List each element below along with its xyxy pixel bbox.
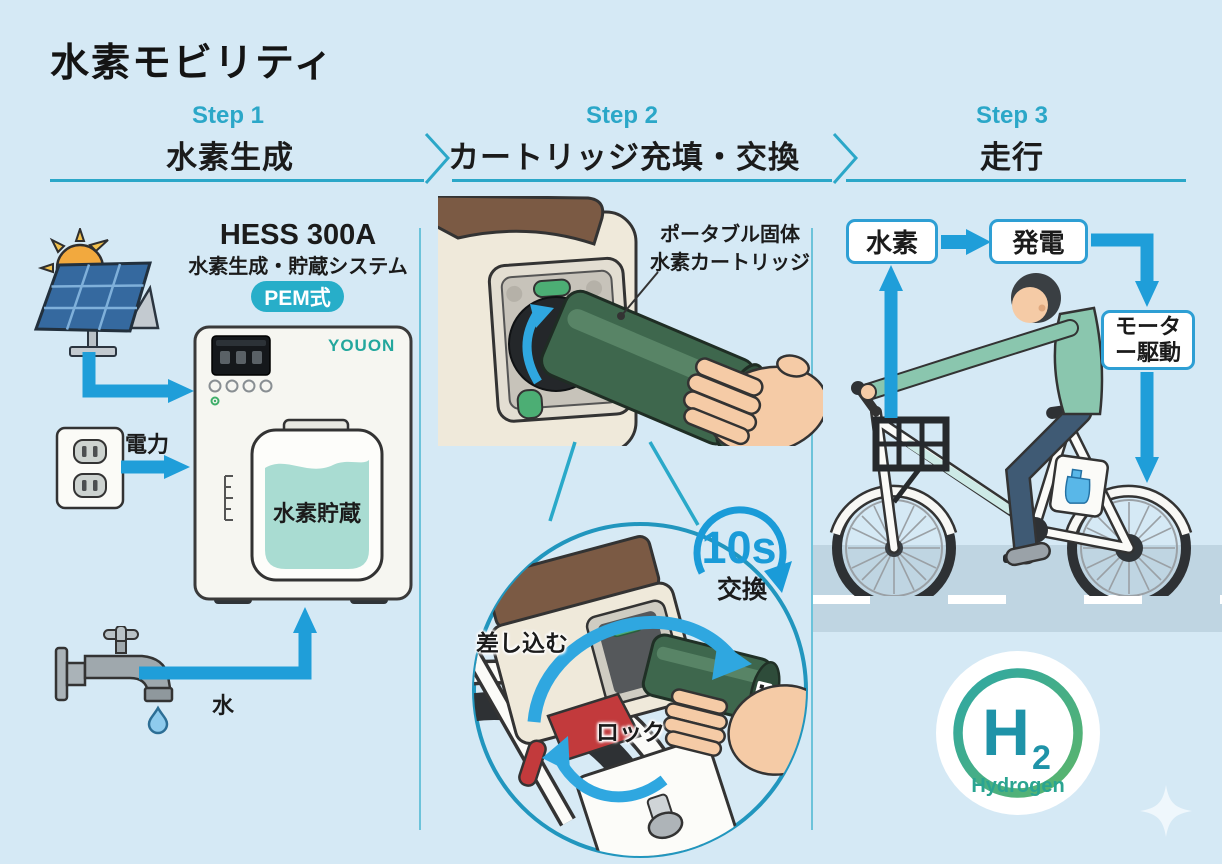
rider-face — [1012, 287, 1048, 323]
solar-panel-icon — [33, 228, 160, 357]
hand — [682, 354, 823, 446]
bike-basket — [872, 416, 950, 504]
swap-time-badge: 10s — [693, 506, 792, 593]
sparkle-icon — [1140, 785, 1192, 837]
step3-label: Step 3 — [975, 102, 1049, 129]
flow-box-generation: 発電 — [989, 219, 1088, 264]
h2-caption: Hydrogen — [971, 775, 1064, 797]
h2-hydrogen-logo: H 2 Hydrogen — [936, 651, 1100, 815]
lock-plate — [575, 737, 739, 856]
hydrogen-generator-device — [193, 325, 413, 604]
device-display — [211, 335, 271, 376]
step1-underline — [50, 179, 424, 182]
cartridge-label-line2: 水素カートリッジ — [650, 252, 810, 274]
insert-label: 差し込む — [476, 630, 568, 656]
step1-title: 水素生成 — [166, 140, 294, 175]
power-outlet-icon — [55, 426, 125, 510]
step1-label: Step 1 — [191, 102, 265, 129]
bicycle-rider-illustration — [829, 273, 1193, 596]
power-label: 電力 — [125, 432, 170, 457]
water-label: 水 — [212, 693, 235, 718]
flow-box-hydrogen: 水素 — [846, 219, 938, 264]
step2-title: カートリッジ充填・交換 — [448, 140, 800, 175]
cartridge-insert-scene — [438, 196, 823, 446]
cartridge-swap-inset — [472, 522, 808, 858]
hydrogen-tank — [250, 418, 384, 582]
rider — [859, 273, 1104, 567]
device-model: HESS 300A — [219, 219, 377, 251]
swap-label: 交換 — [716, 576, 768, 604]
device-brand-logo: YOUON — [328, 336, 396, 355]
flow-box-motor-drive: モーター駆動 — [1101, 310, 1195, 370]
water-drop-icon — [147, 705, 169, 735]
faucet-handle — [103, 626, 139, 654]
turn-arrow-icon — [527, 615, 735, 723]
tank-label: 水素貯蔵 — [272, 501, 362, 526]
chevron-right-icon — [832, 132, 859, 184]
swap-time-text: 10s — [701, 522, 776, 573]
road-lane-markings — [812, 595, 1222, 604]
faucet-icon — [54, 626, 174, 735]
dock-top-brown — [438, 196, 605, 246]
h2-symbol: H — [982, 695, 1030, 769]
column-divider — [811, 228, 813, 830]
step2-label: Step 2 — [585, 102, 659, 129]
frame-decal — [906, 440, 1014, 514]
lock-label: ロック — [596, 719, 665, 745]
step3-underline — [846, 179, 1186, 182]
page-title: 水素モビリティ — [50, 42, 335, 85]
inset-callout-lines — [548, 441, 700, 526]
step3-title: 走行 — [980, 140, 1044, 175]
lock-arrow-icon — [555, 757, 668, 803]
pem-badge: PEM式 — [251, 281, 344, 312]
bottle-sticker-panel — [1049, 454, 1109, 518]
device-indicator-lights — [208, 379, 273, 393]
device-gauge — [224, 475, 233, 521]
chevron-right-icon — [424, 132, 451, 184]
step2-underline — [452, 179, 832, 182]
h2-subscript: 2 — [1032, 739, 1051, 777]
device-type: 水素生成・貯蔵システム — [188, 256, 408, 278]
rider-shoe — [1005, 541, 1051, 567]
cartridge-label-line1: ポータブル固体 — [660, 224, 800, 246]
column-divider — [419, 228, 421, 830]
